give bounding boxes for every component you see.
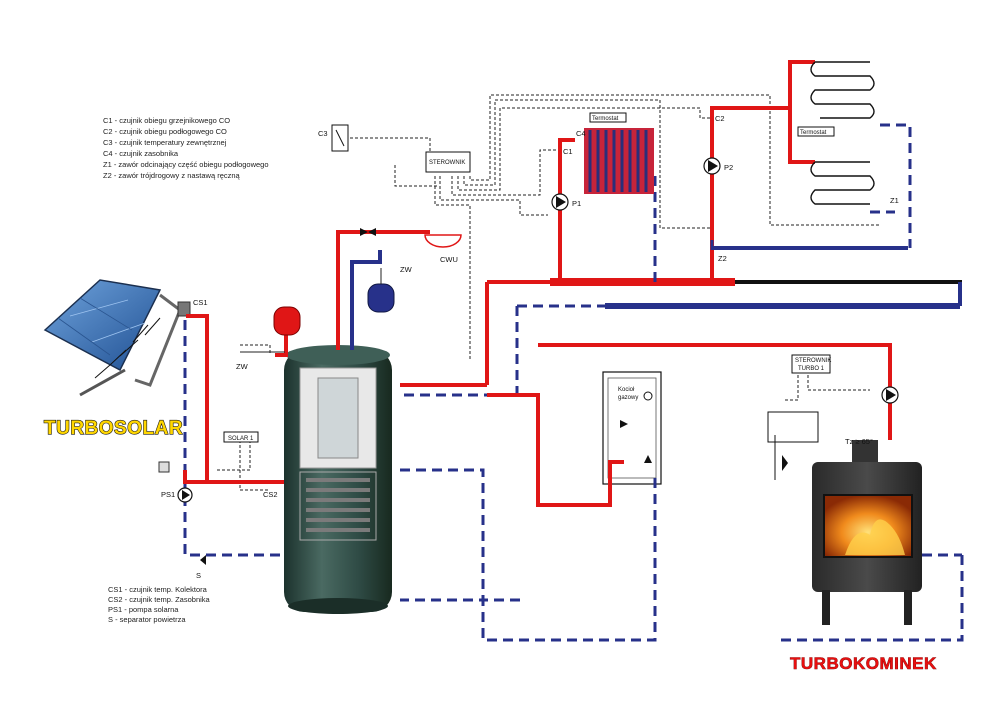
main-manifold (400, 278, 962, 397)
legend-bottom: CS1 - czujnik temp. Kolektora CS2 - czuj… (108, 585, 211, 624)
label-cs1: CS1 (193, 298, 208, 307)
control-wiring (215, 94, 880, 491)
storage-tank (284, 345, 392, 614)
label-p1: P1 (572, 199, 581, 208)
svg-text:TURBO 1: TURBO 1 (798, 366, 825, 372)
brand-turbokominek: TURBOKOMINEK (790, 654, 937, 673)
thermostatic-valve-stove (767, 411, 819, 480)
radiator (584, 128, 654, 194)
pump-turbo (881, 386, 899, 404)
label-z1: Z1 (890, 196, 899, 205)
svg-text:STEROWNIK: STEROWNIK (429, 160, 465, 166)
legend-top-item: C4 - czujnik zasobnika (103, 149, 179, 158)
sensor-c3: C3 (318, 124, 349, 152)
label-c1: C1 (563, 147, 573, 156)
radiator-circuit: Termostat P1 C1 C4 (551, 112, 657, 282)
pump-p1 (551, 193, 569, 211)
legend-top: C1 - czujnik obiegu grzejnikowego CO C2 … (103, 116, 269, 180)
legend-top-item: C2 - czujnik obiegu podłogowego CO (103, 127, 227, 136)
label-z2: Z2 (718, 254, 727, 263)
legend-top-item: Z1 - zawór odcinający część obiegu podło… (103, 160, 269, 169)
label-c2: C2 (715, 114, 725, 123)
label-c4: C4 (576, 129, 586, 138)
legend-bottom-item: S - separator powietrza (108, 615, 186, 624)
legend-top-item: Z2 - zawór trójdrogowy z nastawą ręczną (103, 171, 241, 180)
label-zw-top: ZW (400, 265, 413, 274)
brand-turbosolar: TURBOSOLAR (44, 418, 183, 439)
legend-top-item: C1 - czujnik obiegu grzejnikowego CO (103, 116, 230, 125)
label-ps1: PS1 (161, 490, 175, 499)
svg-text:C3: C3 (318, 129, 328, 138)
svg-text:STEROWNIK: STEROWNIK (795, 358, 831, 364)
legend-bottom-item: CS1 - czujnik temp. Kolektora (108, 585, 208, 594)
expansion-vessel-red (273, 306, 301, 336)
label-zw-left: ZW (236, 362, 249, 371)
pump-p2 (703, 157, 721, 175)
controller-turbo1: STEROWNIK TURBO 1 (791, 354, 831, 374)
label-p2: P2 (724, 163, 733, 172)
label-s: S (196, 571, 201, 580)
label-termostat-floor: Termostat (800, 130, 827, 136)
legend-bottom-item: PS1 - pompa solarna (108, 605, 179, 614)
legend-top-item: C3 - czujnik temperatury zewnętrznej (103, 138, 227, 147)
svg-text:SOLAR 1: SOLAR 1 (228, 436, 254, 442)
label-termostat-radiator: Termostat (592, 116, 619, 122)
underfloor-circuit: Termostat P2 C2 Z2 Z1 (703, 60, 912, 282)
fireplace-stove (812, 440, 922, 625)
pump-ps1 (177, 487, 193, 503)
tank-upper-pipes (240, 230, 430, 357)
svg-text:CWU: CWU (440, 255, 458, 264)
legend-bottom-item: CS2 - czujnik temp. Zasobnika (108, 595, 211, 604)
valve-three-way-top (360, 228, 376, 236)
cwu-outlet: CWU (424, 234, 462, 264)
svg-text:gazowy: gazowy (618, 395, 638, 401)
expansion-vessel-blue (367, 283, 395, 313)
gas-boiler: Kocioł gazowy (602, 371, 662, 485)
controller-main: STEROWNIK (425, 151, 471, 173)
label-cs2: CS2 (263, 490, 278, 499)
svg-text:Kocioł: Kocioł (618, 387, 635, 393)
solar-collector (43, 279, 191, 397)
air-separator-icon (200, 555, 206, 565)
controller-solar1: SOLAR 1 (223, 431, 259, 443)
label-tz: Tz ≥ 65° (845, 437, 873, 446)
expansion-vessel-solar (158, 461, 170, 473)
